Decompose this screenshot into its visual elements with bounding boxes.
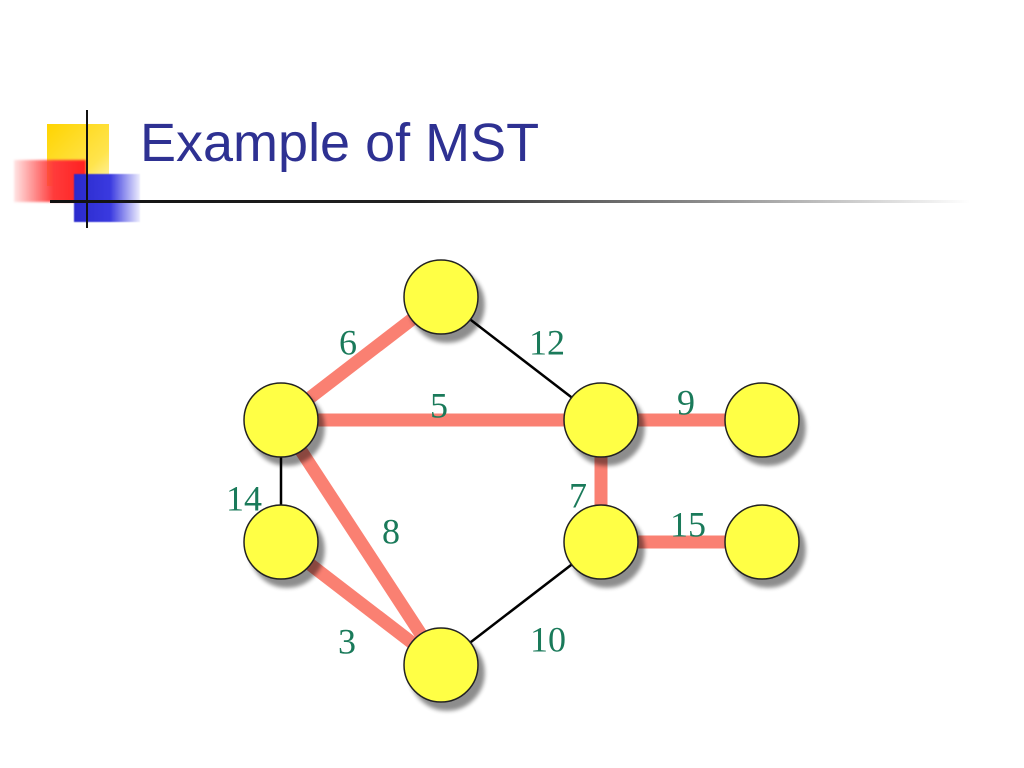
edge-weight-label-B-E: 14 <box>226 478 262 518</box>
edge-weight-label-C-D: 9 <box>677 382 695 422</box>
edge-weight-label-A-C: 12 <box>529 322 565 362</box>
graph-node-H <box>403 627 479 703</box>
graph-node-E <box>243 504 319 580</box>
decor-blue-square <box>74 174 140 222</box>
graph-node-B <box>243 382 319 458</box>
graph-node-G <box>724 504 800 580</box>
edge-weight-label-E-H: 3 <box>338 621 356 661</box>
title-underline <box>50 200 970 203</box>
graph-node-C <box>563 382 639 458</box>
edge-weight-label-A-B: 6 <box>339 322 357 362</box>
graph-node-D <box>724 382 800 458</box>
nodes-layer <box>243 259 800 703</box>
edge-B-H-mst <box>275 416 447 669</box>
edge-weight-label-C-F: 7 <box>569 475 587 515</box>
edge-weight-label-F-H: 10 <box>530 619 566 659</box>
edge-weight-label-B-H: 8 <box>382 511 400 551</box>
edge-weight-label-B-C: 5 <box>430 385 448 425</box>
decor-vertical-line <box>86 110 88 228</box>
slide-title: Example of MST <box>140 113 540 173</box>
graph-node-F <box>563 504 639 580</box>
weight-labels-layer: 6 12 5 9 14 8 7 15 3 10 <box>226 322 706 661</box>
graph-node-A <box>403 259 479 335</box>
edge-weight-label-F-G: 15 <box>670 504 706 544</box>
